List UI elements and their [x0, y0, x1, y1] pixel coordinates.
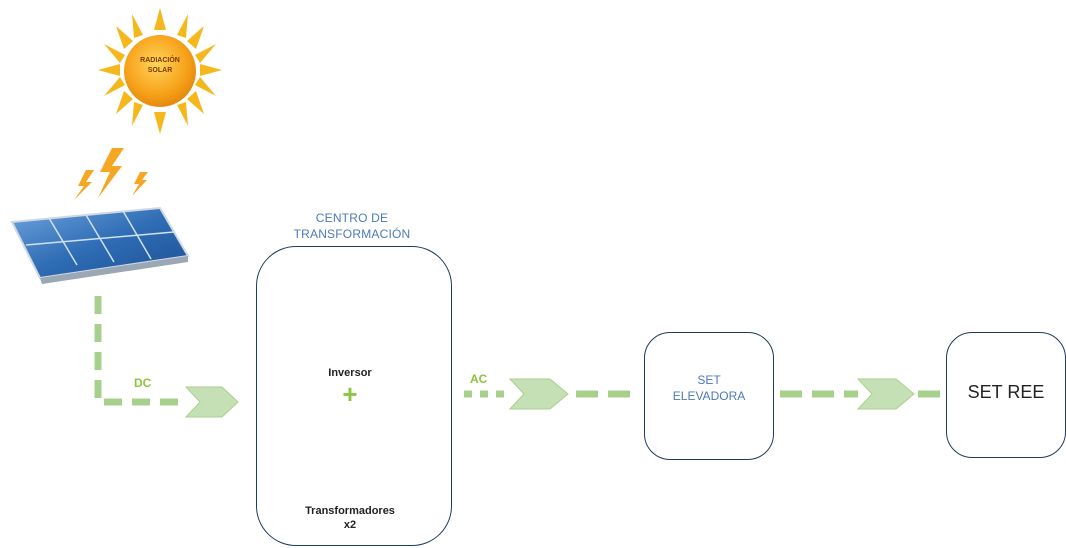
sun-label-line1: RADIACIÓN — [140, 57, 180, 64]
transformadores-line2: x2 — [343, 519, 357, 531]
dc-arrow — [184, 386, 239, 418]
transformadores-label: Transformadores x2 — [290, 504, 410, 532]
set-ree-box — [946, 332, 1066, 458]
inversor-label: Inversor — [328, 367, 372, 379]
centro-title-line1: CENTRO DE — [315, 211, 389, 225]
sun-icon — [124, 35, 196, 107]
set-elevadora-box — [644, 332, 774, 460]
dc-connector — [94, 296, 182, 406]
centro-title-line2: TRANSFORMACIÓN — [293, 227, 411, 241]
set-ree-label: SET REE — [967, 382, 1045, 402]
dc-label: DC — [134, 376, 152, 390]
sun-label: RADIACIÓN SOLAR — [128, 56, 192, 76]
sun-rays — [98, 8, 222, 134]
lightning-icon — [74, 148, 148, 200]
solar-panel-icon — [10, 206, 190, 284]
set-elevadora-line1: SET — [697, 373, 721, 387]
ac-label: AC — [470, 372, 488, 386]
set-elevadora-line2: ELEVADORA — [672, 389, 746, 403]
centro-transformacion-box — [256, 246, 452, 546]
ac-arrow — [508, 378, 569, 410]
plus-symbol: + — [342, 379, 358, 409]
sun-label-line2: SOLAR — [147, 67, 173, 74]
set-elevadora-label: SET ELEVADORA — [644, 372, 774, 404]
hv-arrow — [856, 378, 915, 410]
transformadores-line1: Transformadores — [305, 505, 395, 517]
centro-title: CENTRO DE TRANSFORMACIÓN — [280, 210, 424, 242]
